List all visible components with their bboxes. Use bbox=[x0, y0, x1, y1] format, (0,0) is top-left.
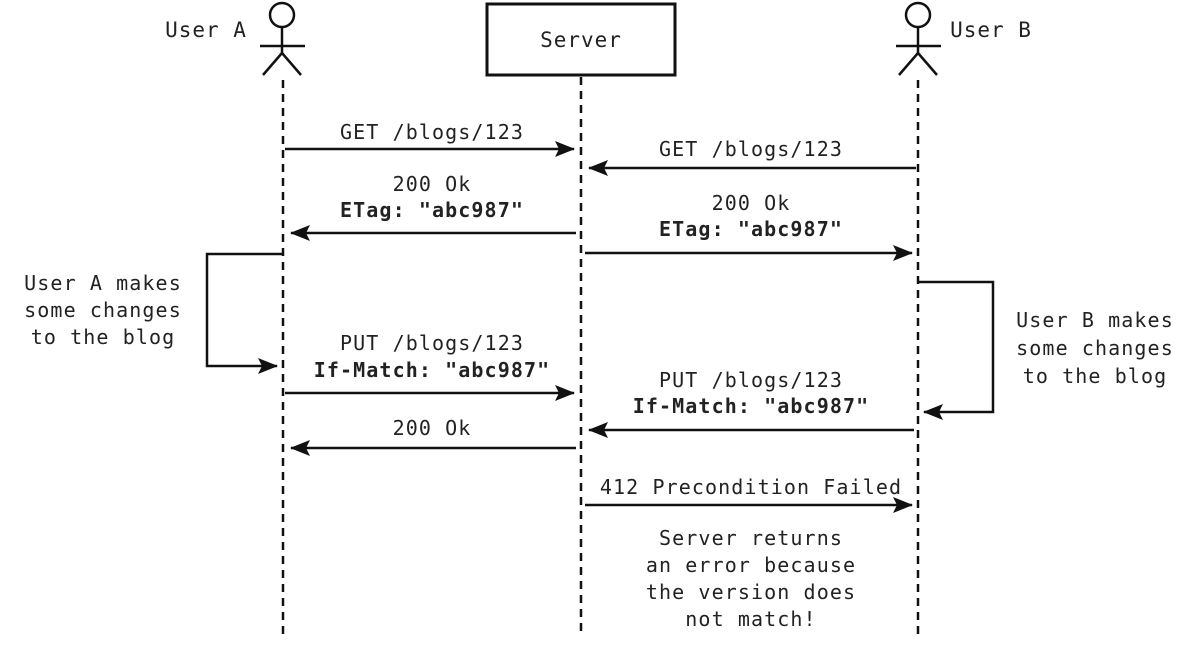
message-412-server-to-b: 412 Precondition Failed bbox=[585, 475, 913, 513]
note-line: an error because bbox=[646, 553, 856, 577]
note-user-b-changes: User B makes some changes to the blog bbox=[1016, 308, 1174, 388]
person-icon bbox=[260, 1, 305, 76]
if-match-header-label: If-Match: "abc987" bbox=[633, 394, 870, 418]
note-line: Server returns bbox=[659, 526, 843, 550]
note-line: to the blog bbox=[1023, 364, 1168, 388]
message-label: GET /blogs/123 bbox=[659, 137, 843, 161]
note-user-a-changes: User A makes some changes to the blog bbox=[24, 271, 182, 349]
message-put-a-to-server: PUT /blogs/123 If-Match: "abc987" bbox=[285, 331, 575, 401]
message-label: GET /blogs/123 bbox=[340, 120, 524, 144]
message-label: PUT /blogs/123 bbox=[340, 331, 524, 355]
actor-server: Server bbox=[485, 2, 677, 77]
note-line: to the blog bbox=[31, 325, 176, 349]
note-line: some changes bbox=[24, 298, 182, 322]
actor-user-b-label: User B bbox=[950, 18, 1032, 42]
status-label: 200 Ok bbox=[393, 172, 472, 196]
status-label: 200 Ok bbox=[712, 191, 791, 215]
message-get-b-to-server: GET /blogs/123 bbox=[588, 137, 916, 176]
note-line: not match! bbox=[685, 607, 816, 631]
note-line: User B makes bbox=[1016, 308, 1174, 332]
actor-user-a-label: User A bbox=[165, 18, 247, 42]
actor-user-b: User B bbox=[896, 1, 1032, 76]
message-200-server-to-a: 200 Ok bbox=[290, 416, 576, 456]
message-200-etag-server-to-b: 200 Ok ETag: "abc987" bbox=[585, 191, 913, 261]
message-get-a-to-server: GET /blogs/123 bbox=[285, 120, 575, 157]
note-line: the version does bbox=[646, 580, 856, 604]
actor-user-a: User A bbox=[165, 1, 305, 76]
status-label: 412 Precondition Failed bbox=[600, 475, 902, 499]
person-icon bbox=[896, 1, 941, 76]
server-box bbox=[485, 2, 677, 77]
note-error: Server returns an error because the vers… bbox=[646, 526, 856, 631]
self-loop-user-b: User B makes some changes to the blog bbox=[918, 280, 1174, 420]
if-match-header-label: If-Match: "abc987" bbox=[314, 358, 551, 382]
message-label: PUT /blogs/123 bbox=[659, 368, 843, 392]
message-put-b-to-server: PUT /blogs/123 If-Match: "abc987" bbox=[588, 368, 914, 438]
loop-arrow-icon bbox=[918, 280, 995, 420]
message-200-etag-server-to-a: 200 Ok ETag: "abc987" bbox=[290, 172, 576, 241]
etag-header-label: ETag: "abc987" bbox=[659, 217, 843, 241]
loop-arrow-icon bbox=[205, 252, 283, 374]
note-line: some changes bbox=[1016, 336, 1174, 360]
note-line: User A makes bbox=[24, 271, 182, 295]
actor-server-label: Server bbox=[540, 28, 622, 52]
etag-header-label: ETag: "abc987" bbox=[340, 198, 524, 222]
status-label: 200 Ok bbox=[393, 416, 472, 440]
self-loop-user-a: User A makes some changes to the blog bbox=[24, 252, 283, 374]
